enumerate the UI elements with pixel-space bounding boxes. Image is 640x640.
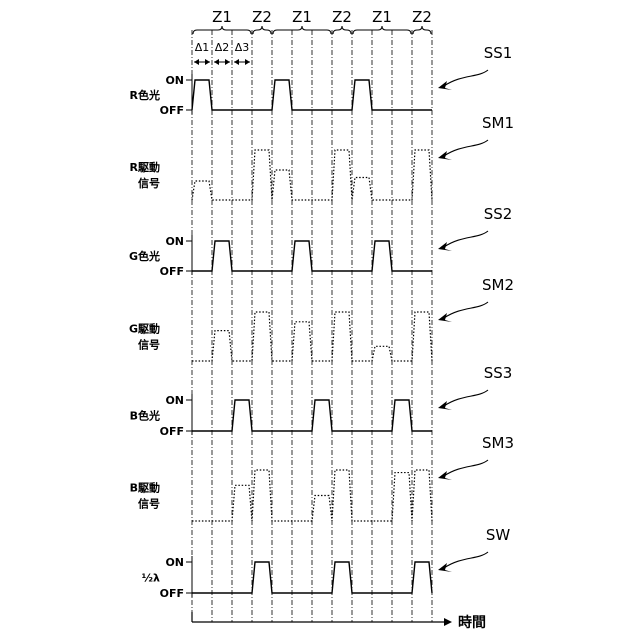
state-off-label: OFF <box>160 265 184 278</box>
leader-line <box>444 70 488 86</box>
delta-label: Δ2 <box>215 41 230 54</box>
signal-name-label: R色光 <box>130 88 160 102</box>
row-sw: ½λ ON OFF SW <box>142 526 511 600</box>
zone-label: Z2 <box>252 8 272 26</box>
signal-name-label: B色光 <box>130 409 160 423</box>
time-axis-arrowhead <box>444 618 452 626</box>
zone-label: Z2 <box>412 8 432 26</box>
zone-label: Z2 <box>332 8 352 26</box>
signal-tag-label: SM2 <box>482 276 514 294</box>
row-sm3: B駆動信号 SM3 <box>130 434 514 521</box>
state-on-label: ON <box>165 74 184 87</box>
state-on-label: ON <box>165 235 184 248</box>
signal-name-label: G駆動 <box>129 322 160 336</box>
signal-name-label: 信号 <box>138 338 160 352</box>
time-axis-label: 時間 <box>458 614 486 631</box>
signal-tag-label: SW <box>486 526 511 544</box>
row-ss1: R色光 ON OFF SS1 <box>130 44 513 117</box>
zone-label: Z1 <box>372 8 392 26</box>
row-sm2: G駆動信号 SM2 <box>129 276 514 361</box>
signal-tag-label: SS2 <box>484 205 513 223</box>
delta-arrow-head <box>225 59 230 65</box>
state-on-label: ON <box>165 394 184 407</box>
signal-tag-label: SM1 <box>482 114 514 132</box>
light-waveform <box>192 241 432 271</box>
delta-arrow-head <box>245 59 250 65</box>
row-sm1: R駆動信号 SM1 <box>130 114 514 200</box>
delta-arrow-head <box>234 59 239 65</box>
state-off-label: OFF <box>160 587 184 600</box>
zone-label: Z1 <box>212 8 232 26</box>
zone-brace <box>333 26 351 34</box>
zone-brace <box>353 26 411 34</box>
signal-name-label: B駆動 <box>130 481 160 495</box>
signal-tag-label: SM3 <box>482 434 514 452</box>
delta-label: Δ3 <box>235 41 250 54</box>
leader-line <box>444 390 488 406</box>
signal-tag-label: SS3 <box>484 364 513 382</box>
delta-arrow-head <box>205 59 210 65</box>
row-ss3: B色光 ON OFF SS3 <box>130 364 513 438</box>
state-on-label: ON <box>165 556 184 569</box>
leader-line <box>444 552 488 568</box>
zone-header: Z1 Z2 Z1 Z2 Z1 Z2Δ1 Δ2 Δ3 <box>193 8 432 65</box>
leader-line <box>444 140 488 156</box>
row-ss2: G色光 ON OFF SS2 <box>129 205 512 278</box>
state-off-label: OFF <box>160 104 184 117</box>
delta-label: Δ1 <box>195 41 210 54</box>
zone-brace <box>273 26 331 34</box>
zone-brace <box>193 26 251 34</box>
slot-guides <box>192 30 432 622</box>
zone-brace <box>253 26 271 34</box>
state-off-label: OFF <box>160 425 184 438</box>
zone-label: Z1 <box>292 8 312 26</box>
signal-tag-label: SS1 <box>484 44 513 62</box>
signal-name-label: ½λ <box>142 572 160 585</box>
signal-name-label: 信号 <box>138 497 160 511</box>
leader-line <box>444 302 488 318</box>
leader-line <box>444 460 488 476</box>
signal-rows: R色光ONOFFSS1R駆動信号SM1G色光ONOFFSS2G駆動信号SM2B色… <box>129 44 514 600</box>
signal-name-label: R駆動 <box>130 160 160 174</box>
zone-brace <box>413 26 431 34</box>
time-axis: 時間 <box>192 612 486 631</box>
delta-arrow-head <box>214 59 219 65</box>
signal-name-label: 信号 <box>138 176 160 190</box>
signal-name-label: G色光 <box>129 249 160 263</box>
leader-line <box>444 231 488 247</box>
delta-arrow-head <box>194 59 199 65</box>
